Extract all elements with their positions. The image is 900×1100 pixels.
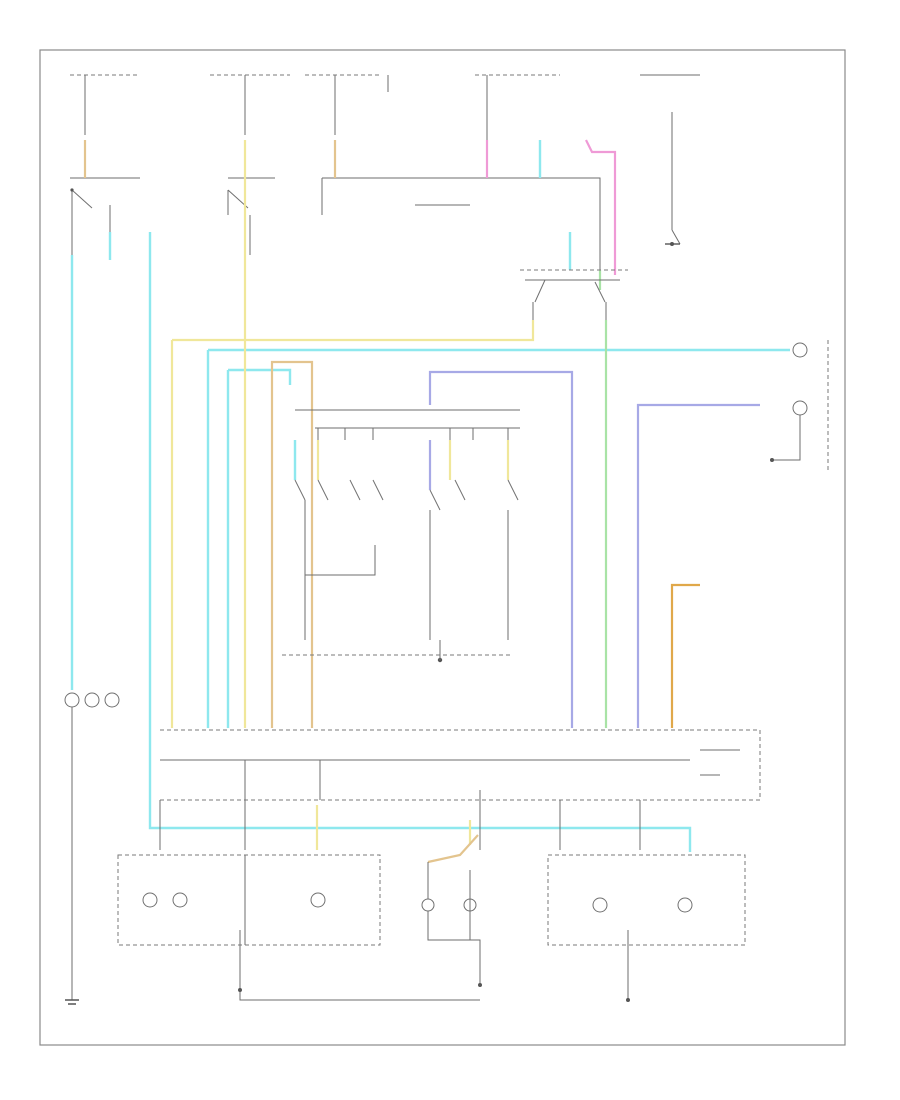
lamp-icon <box>84 692 100 708</box>
left-door-switch <box>70 188 111 255</box>
lamp-icon <box>104 692 120 708</box>
right-indicator-lamps <box>770 340 829 470</box>
left-lamp-group <box>64 692 120 1005</box>
wire-pink <box>585 139 617 275</box>
lamp-icon <box>310 892 326 908</box>
lamp-icon <box>592 897 608 913</box>
lamp-icon <box>421 898 435 912</box>
lamp-icon <box>172 892 188 908</box>
headlamp-switch-block <box>282 409 520 663</box>
wire-yellow-main <box>172 320 535 342</box>
fuse-block-top-left <box>70 74 560 92</box>
lamp-icon <box>792 342 808 358</box>
license-lamps <box>421 862 482 987</box>
lamp-icon <box>142 892 158 908</box>
left-tail-lamp-assembly <box>117 854 480 1001</box>
wire-orange <box>670 583 700 728</box>
lamp-icon <box>792 400 808 416</box>
lamp-icon <box>677 897 693 913</box>
wire-dark-blue-3 <box>636 403 760 728</box>
lamp-icon <box>64 692 80 708</box>
connector-row <box>159 729 761 850</box>
top-bus-wires <box>70 177 601 275</box>
wire-light-blue-main <box>148 232 692 852</box>
fuse-stubs <box>84 74 700 245</box>
wire-light-blue-v2 <box>228 368 292 385</box>
ground-icon <box>665 242 680 246</box>
diagram-frame <box>39 49 846 1046</box>
second-switch <box>227 189 251 255</box>
right-tail-lamp-assembly <box>547 854 746 1002</box>
wire-tan-lower <box>427 834 479 864</box>
wire-dark-blue-1 <box>428 370 574 728</box>
headlamp-relay <box>520 269 628 320</box>
wire-tan-loop <box>270 360 314 728</box>
